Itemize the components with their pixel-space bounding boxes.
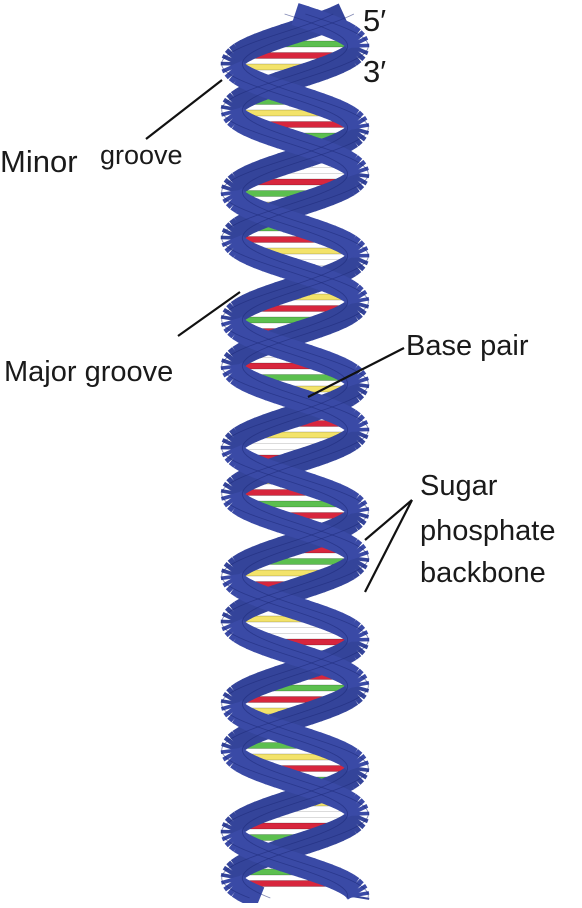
minor-groove-leader-line [146, 80, 222, 139]
backbone-strand-b-segment [289, 734, 300, 738]
minor-label: Minor [0, 146, 78, 177]
backbone-strand-a-segment [295, 398, 306, 402]
backbone-strand-b-segment [292, 479, 303, 483]
backbone-strand-b-segment [292, 95, 303, 99]
backbone-label: backbone [420, 559, 546, 588]
backbone-leader-line-upper [365, 500, 412, 540]
major-groove-label: Major groove [4, 358, 173, 387]
five-prime-label: 5′ [363, 5, 386, 36]
three-prime-label: 3′ [363, 56, 386, 87]
backbone-strand-b-segment [286, 221, 297, 225]
backbone-strand-a-segment [255, 896, 260, 898]
backbone-strand-a-segment [289, 140, 300, 144]
minor-groove-label: groove [100, 142, 183, 169]
base-pair-label: Base pair [406, 332, 529, 361]
backbone-strand-a-segment [289, 524, 300, 528]
backbone-strand-a-segment [295, 14, 306, 18]
backbone-leader-line-lower [365, 500, 412, 592]
backbone-strand-b-segment [286, 605, 297, 609]
backbone-strand-a-segment [292, 653, 303, 657]
backbone-strand-b-segment [289, 350, 300, 354]
sugar-label: Sugar [420, 472, 497, 501]
phosphate-label: phosphate [420, 517, 555, 546]
backbone-strand-a-segment [292, 269, 303, 273]
backbone-strand-a-segment [295, 782, 306, 786]
backbone-strand-b-segment [292, 863, 303, 867]
